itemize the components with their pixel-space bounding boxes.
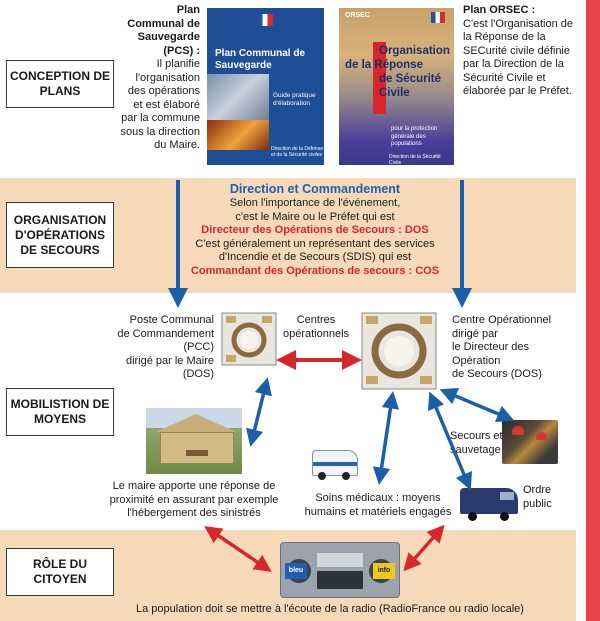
arrow-cod-soins — [372, 391, 400, 485]
orsec-description: Plan ORSEC : C'est l'Organisation de la … — [463, 4, 575, 99]
pcc-line-4: dirigé par le Maire — [125, 354, 214, 367]
orsec-body: C'est l'Organisation de la Réponse de la… — [463, 17, 573, 98]
ordre-line-2: public — [523, 497, 552, 510]
police-van-window — [500, 492, 514, 500]
soins-line-1: Soins médicaux : moyens — [315, 492, 441, 504]
tent-roof — [156, 414, 236, 432]
rescuer-helmet — [512, 426, 524, 435]
ambulance-wheel-rear — [342, 472, 350, 480]
pcc-line-1: Poste Communal — [129, 314, 214, 326]
radio-display — [317, 553, 363, 567]
tent-photo — [146, 408, 242, 474]
pcs-book-footer: Direction de la Défense et de la Sécurit… — [271, 146, 323, 158]
dos-definition: Directeur des Opérations de Secours : DO… — [201, 224, 429, 236]
republique-logo — [257, 14, 273, 26]
ordre-line-1: Ordre — [523, 484, 552, 496]
soins-label: Soins médicaux : moyens humains et matér… — [300, 492, 456, 519]
france-bleu-logo: bleu — [285, 563, 307, 579]
orsec-title-line-1: Organisation — [379, 45, 450, 57]
orsec-book-header: ORSEC — [345, 12, 370, 19]
cod-line-5: de Secours (DOS) — [452, 368, 542, 380]
side-bar — [586, 0, 600, 621]
orsec-title-line-2: de la Réponse — [345, 59, 423, 71]
pcc-line-5: (DOS) — [182, 368, 214, 380]
row-label-citoyen: RÔLE DU CITOYEN — [6, 548, 114, 596]
centres-label: Centres opérationnels — [276, 314, 356, 341]
ambulance-stripe — [313, 462, 357, 466]
arrow-pcc-tent — [246, 377, 272, 447]
rescue-photo — [502, 420, 558, 464]
pcs-book-cover: Plan Communal de Sauvegarde Guide pratiq… — [207, 8, 324, 165]
pcs-book-title: Plan Communal de Sauvegarde — [215, 48, 306, 71]
cod-line-3: le Directeur des — [452, 341, 530, 353]
cod-floor-plan — [361, 312, 437, 390]
pcs-book-photo-fire — [207, 120, 269, 150]
maire-line-1: Le maire apporte une réponse de — [112, 480, 276, 492]
orsec-book-title: Organisation de la Réponse de Sécurité C… — [343, 44, 451, 100]
police-van-image — [460, 484, 520, 522]
direction-line-1: Selon l'importance de l'événement, — [229, 197, 401, 209]
arrow-cod-ordre — [427, 391, 473, 491]
row-label-organisation: ORGANISATION D'OPÉRATIONS DE SECOURS — [6, 202, 114, 268]
centres-line-2: opérationnels — [282, 327, 350, 340]
orsec-title-line-4: Civile — [379, 87, 410, 99]
arrow-soins-radio — [403, 524, 445, 572]
maire-line-2: proximité en assurant par exemple — [109, 493, 279, 506]
centres-line-1: Centres — [296, 314, 336, 326]
ordre-label: Ordre public — [523, 484, 573, 511]
direction-title: Direction et Commandement — [229, 182, 401, 196]
arrow-cod-secours — [439, 387, 515, 423]
cod-line-1: Centre Opérationnel — [452, 314, 552, 326]
pcc-line-2: de Commandement — [117, 327, 214, 340]
rescuer-helmet-2 — [536, 432, 547, 440]
ambulance-image — [312, 446, 358, 482]
maire-label: Le maire apporte une réponse de proximit… — [100, 480, 288, 521]
radio-cassette — [317, 571, 363, 589]
cod-description: Centre Opérationnel dirigé par le Direct… — [452, 314, 578, 382]
cod-line-2: dirigé par — [452, 327, 498, 340]
orsec-book-footer: Direction de la Sécurité Civile — [389, 154, 441, 165]
cod-line-4: Opération — [452, 354, 501, 367]
cos-definition: Commandant des Opérations de secours : C… — [190, 264, 440, 277]
pcc-floor-plan — [221, 312, 277, 366]
direction-block: Direction et Commandement Selon l'import… — [170, 182, 460, 278]
radio-image: bleu info — [280, 542, 400, 598]
police-van-wheel-rear — [500, 512, 509, 521]
direction-line-2: c'est le Maire ou le Préfet qui est — [235, 210, 395, 223]
orsec-book-subtitle: pour la protection générale des populati… — [391, 126, 438, 147]
population-label: La population doit se mettre à l'écoute … — [136, 603, 524, 615]
pcc-line-3: (PCC) — [183, 341, 214, 353]
orsec-title: Plan ORSEC : — [463, 4, 536, 16]
republique-logo-orsec — [431, 12, 445, 23]
pcs-body: Il planifie l'organisation des opération… — [120, 58, 201, 151]
direction-line-3: C'est généralement un représentant des s… — [195, 237, 435, 250]
row-label-mobilisation: MOBILISTION DE MOYENS — [6, 388, 114, 436]
ambulance-wheel-front — [318, 472, 326, 480]
arrow-maire-radio — [204, 526, 272, 572]
tent-table — [186, 450, 208, 456]
pcc-description: Poste Communal de Commandement (PCC) dir… — [112, 314, 214, 382]
orsec-book-cover: ORSEC Organisation de la Réponse de Sécu… — [339, 8, 454, 165]
orsec-letters-bar — [373, 42, 386, 114]
direction-line-4: d'Incendie et de Secours (SDIS) qui est — [218, 251, 412, 263]
maire-line-3: l'hébergement des sinistrés — [127, 507, 261, 519]
pcs-title: Plan Communal de Sauvegarde (PCS) : — [127, 4, 200, 57]
pcs-description: Plan Communal de Sauvegarde (PCS) : Il p… — [118, 4, 201, 153]
soins-line-2: humains et matériels engagés — [304, 505, 452, 518]
pcs-book-photo — [207, 74, 269, 120]
pcs-book-subtitle: Guide pratique d'élaboration — [273, 92, 316, 107]
tent-body — [160, 432, 234, 464]
row-label-conception: CONCEPTION DE PLANS — [6, 60, 114, 108]
france-info-logo: info — [373, 563, 395, 579]
police-van-wheel-front — [468, 512, 477, 521]
orsec-title-line-3: de Sécurité — [379, 73, 441, 85]
